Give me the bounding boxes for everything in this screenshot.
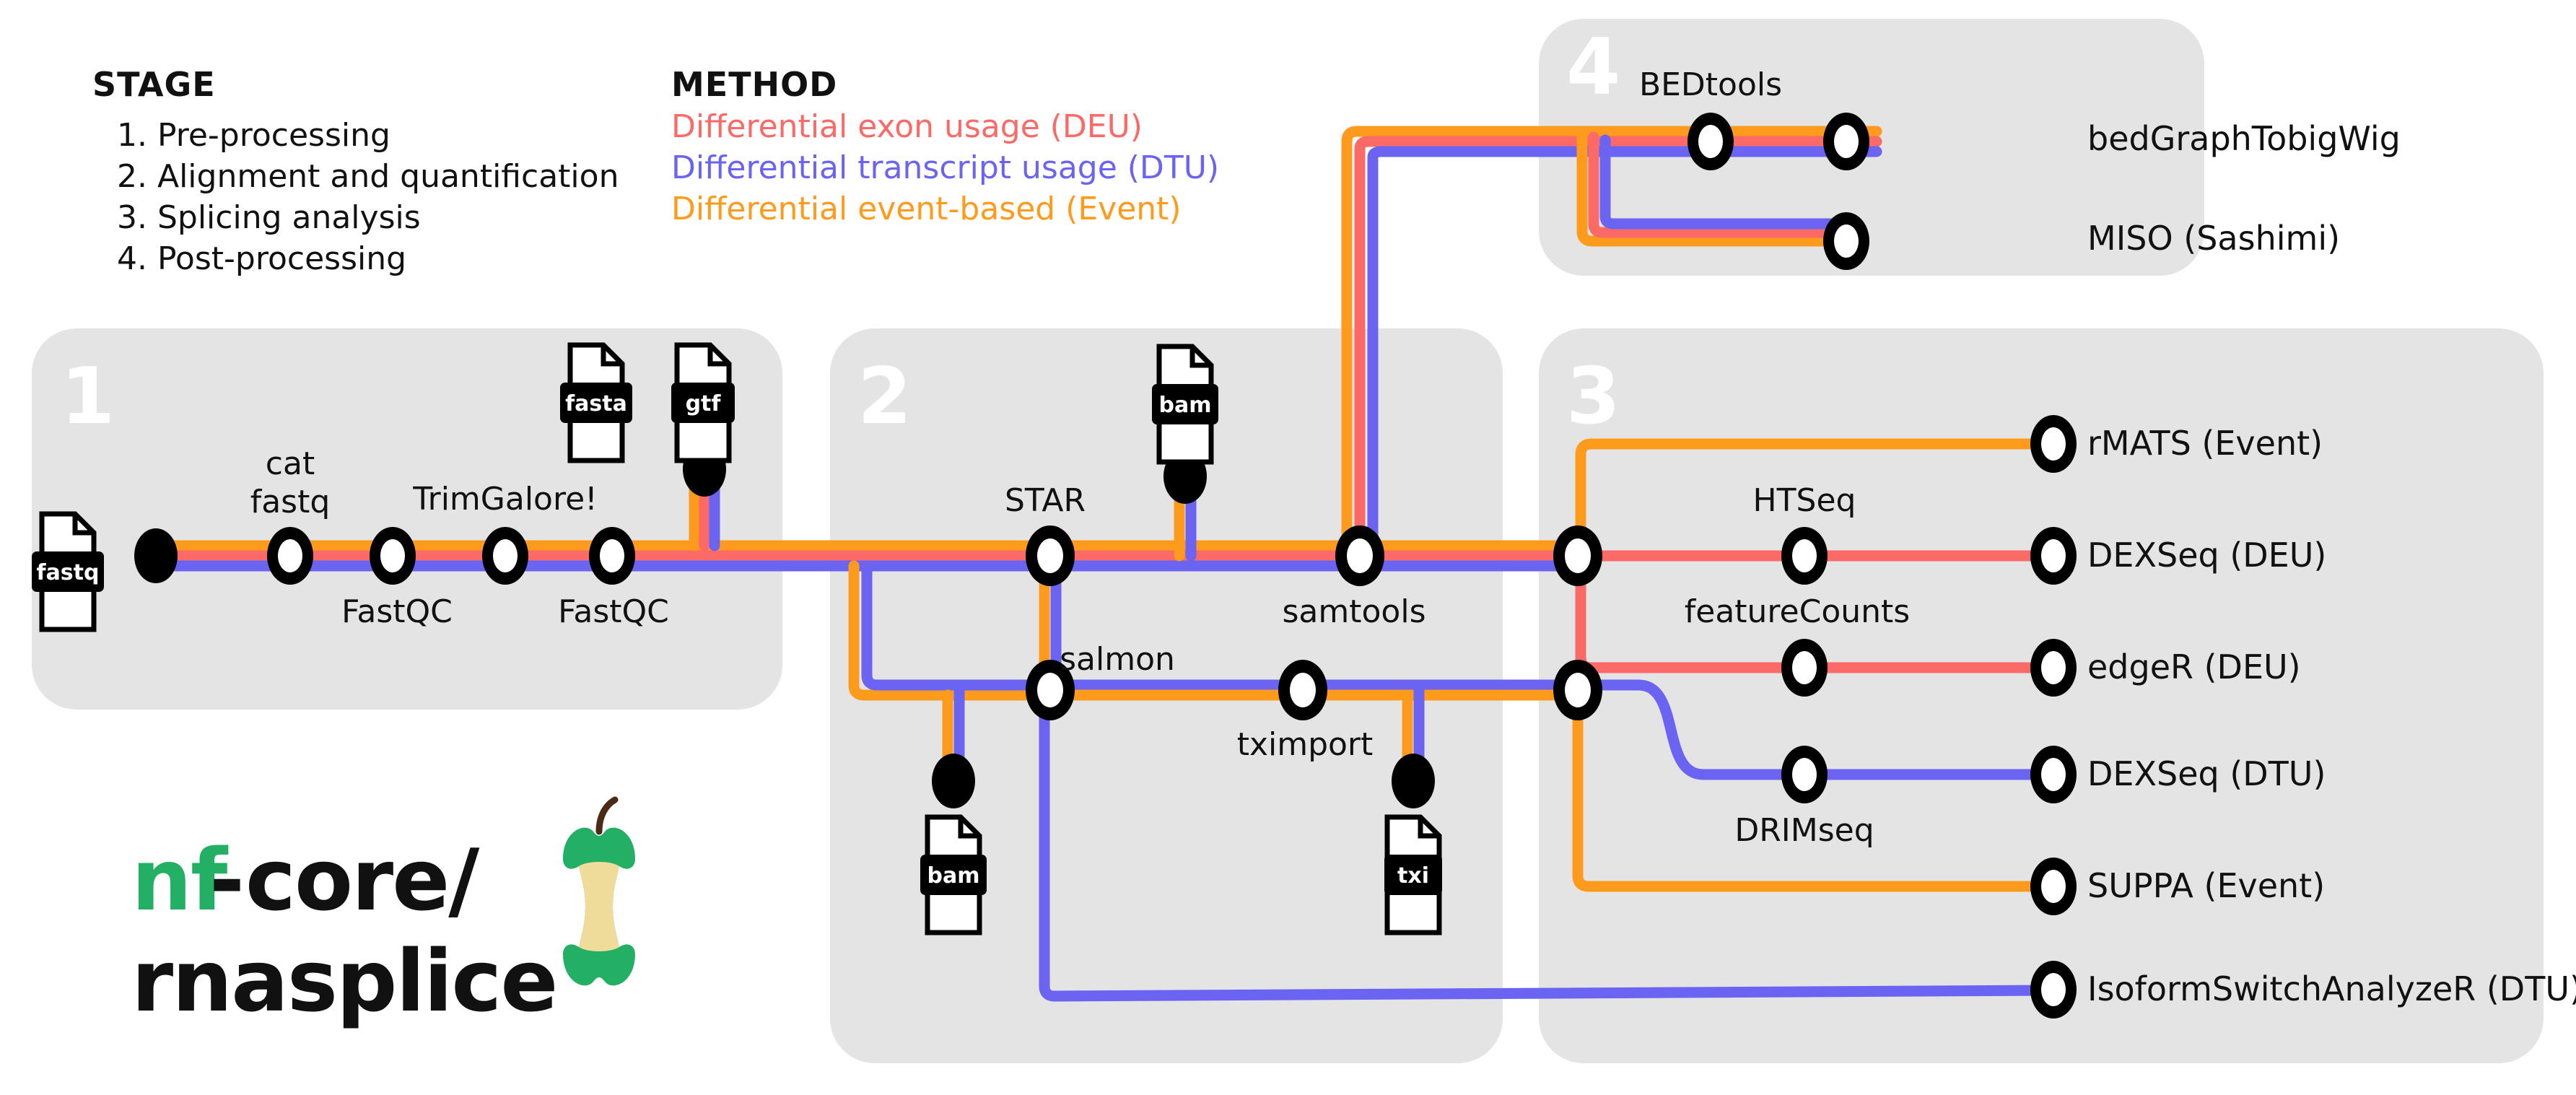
- stage-numbers: 1 2 3 4: [61, 22, 1620, 442]
- label-bedtools: BEDtools: [1639, 66, 1782, 103]
- logo-pipeline-text: rnasplice: [131, 931, 556, 1031]
- output-label-miso: MISO (Sashimi): [2087, 219, 2340, 258]
- file-icon-fasta: fasta: [560, 342, 632, 463]
- output-label-rmats: rMATS (Event): [2087, 424, 2323, 463]
- legend-method-dtu: Differential transcript usage (DTU): [671, 149, 1219, 186]
- logo-core-text: core/: [245, 830, 480, 930]
- legend-method-event: Differential event-based (Event): [671, 191, 1182, 227]
- legend-stage-item-2: 2. Alignment and quantification: [117, 158, 619, 195]
- file-tag-fasta: fasta: [565, 391, 627, 416]
- node-output-dexseq-dtu-core: [2041, 758, 2066, 791]
- label-featurecounts: featureCounts: [1685, 593, 1910, 630]
- output-label-isoformswitch: IsoformSwitchAnalyzeR (DTU): [2087, 969, 2576, 1008]
- node-trimgalore-core: [493, 539, 518, 572]
- node-output-rmats-core: [2041, 427, 2066, 461]
- label-fastqc-2: FastQC: [558, 593, 669, 630]
- line-dtu-miso: [1599, 134, 1846, 230]
- label-cat: cat: [266, 445, 315, 482]
- stage-number-3: 3: [1566, 352, 1620, 442]
- line-deu-miso: [1588, 131, 1846, 238]
- apple-core-icon: [563, 796, 635, 986]
- node-htseq-core: [1792, 539, 1817, 572]
- node-samtools-core: [1347, 538, 1373, 573]
- logo-dash: -: [209, 830, 243, 930]
- file-tag-gtf: gtf: [686, 391, 722, 416]
- line-dtu-trunk-to-salmon: [861, 560, 1038, 691]
- node-fastqc-2-core: [600, 539, 624, 572]
- node-bam-output-salmon[interactable]: [932, 754, 975, 808]
- file-icon-bam-star: bam: [1152, 344, 1218, 465]
- output-label-edger: edgeR (DEU): [2087, 647, 2301, 686]
- line-event-suppa: [1572, 693, 2056, 892]
- node-fastqc-1-core: [380, 539, 405, 572]
- node-txi-output[interactable]: [1392, 754, 1435, 808]
- line-event-to-stage4: [1341, 126, 1854, 562]
- nf-core-logo: nf - core/ rnasplice: [131, 796, 635, 1031]
- label-drimseq: DRIMseq: [1734, 812, 1874, 849]
- legend-method: METHOD Differential exon usage (DEU) Dif…: [671, 65, 1219, 227]
- file-icon-bam-salmon: bam: [920, 814, 987, 935]
- stage-number-2: 2: [857, 352, 912, 442]
- line-deu-to-stage4: [1354, 136, 1854, 562]
- label-samtools: samtools: [1283, 593, 1426, 630]
- node-tximport-core: [1290, 673, 1316, 707]
- output-labels: bedGraphTobigWig MISO (Sashimi) rMATS (E…: [2087, 119, 2576, 1008]
- output-label-dexseq-deu: DEXSeq (DEU): [2087, 536, 2326, 575]
- legend-stage-item-4: 4. Post-processing: [117, 240, 406, 277]
- line-event-rmats: [1575, 438, 2056, 551]
- legend-method-deu: Differential exon usage (DEU): [671, 108, 1143, 145]
- line-dtu-isoformswitch: [1039, 689, 2056, 1002]
- node-output-bedgraphtobigwig-core: [1834, 125, 1859, 158]
- file-icon-fastq: fastq: [32, 511, 104, 632]
- node-output-suppa-core: [2041, 870, 2066, 903]
- node-stage3-junction-core: [1565, 538, 1591, 573]
- output-label-suppa: SUPPA (Event): [2087, 866, 2325, 905]
- label-htseq: HTSeq: [1753, 482, 1856, 519]
- file-icon-gtf: gtf: [671, 342, 735, 463]
- line-dtu-dexseq-dtu: [1571, 679, 2056, 780]
- line-event-miso: [1576, 128, 1846, 247]
- label-fastqc-1: FastQC: [341, 593, 453, 630]
- process-labels: cat fastq FastQC TrimGalore! FastQC STAR…: [250, 66, 1911, 849]
- node-star-core: [1037, 538, 1063, 573]
- file-tag-bam-salmon: bam: [927, 863, 980, 889]
- legend-stage-title: STAGE: [92, 65, 216, 104]
- label-star: STAR: [1005, 482, 1086, 519]
- file-tag-fastq: fastq: [37, 560, 100, 585]
- file-tag-txi: txi: [1397, 863, 1429, 889]
- stage-panel-1: [32, 328, 782, 710]
- node-output-dexseq-deu-core: [2041, 539, 2066, 572]
- stage-number-1: 1: [61, 352, 115, 442]
- stage-number-4: 4: [1566, 22, 1620, 113]
- label-fastq: fastq: [250, 484, 331, 520]
- output-label-bedgraphtobigwig: bedGraphTobigWig: [2087, 119, 2401, 158]
- node-drimseq-core: [1792, 758, 1817, 791]
- label-salmon: salmon: [1060, 641, 1175, 678]
- label-trimgalore: TrimGalore!: [412, 481, 598, 518]
- label-tximport: tximport: [1237, 726, 1374, 763]
- output-label-dexseq-dtu: DEXSeq (DTU): [2087, 754, 2326, 793]
- logo-nf-text: nf: [131, 830, 229, 930]
- node-bedtools-core: [1698, 125, 1723, 158]
- node-output-miso-core: [1834, 224, 1859, 258]
- node-featurecounts-core: [1792, 651, 1817, 684]
- file-tag-bam-star: bam: [1159, 393, 1212, 418]
- node-cat-fastq-core: [278, 539, 302, 572]
- legend-stage: STAGE 1. Pre-processing 2. Alignment and…: [92, 65, 619, 277]
- node-output-edger-core: [2041, 651, 2066, 684]
- pipeline-nodes: [134, 113, 2077, 1018]
- legend-stage-item-3: 3. Splicing analysis: [117, 199, 421, 236]
- node-drimseq-junction-core: [1565, 673, 1591, 707]
- legend-method-title: METHOD: [671, 65, 837, 104]
- line-dtu-to-stage4: [1367, 146, 1854, 562]
- node-salmon-core: [1037, 673, 1063, 707]
- file-icon-txi: txi: [1384, 814, 1442, 935]
- node-output-isoformswitch-core: [2041, 973, 2066, 1006]
- stage-panel-3: [1539, 328, 2544, 1063]
- legend-stage-item-1: 1. Pre-processing: [117, 117, 390, 154]
- line-event-trunk-to-salmon: [848, 560, 1038, 701]
- node-fastq-input[interactable]: [134, 528, 178, 583]
